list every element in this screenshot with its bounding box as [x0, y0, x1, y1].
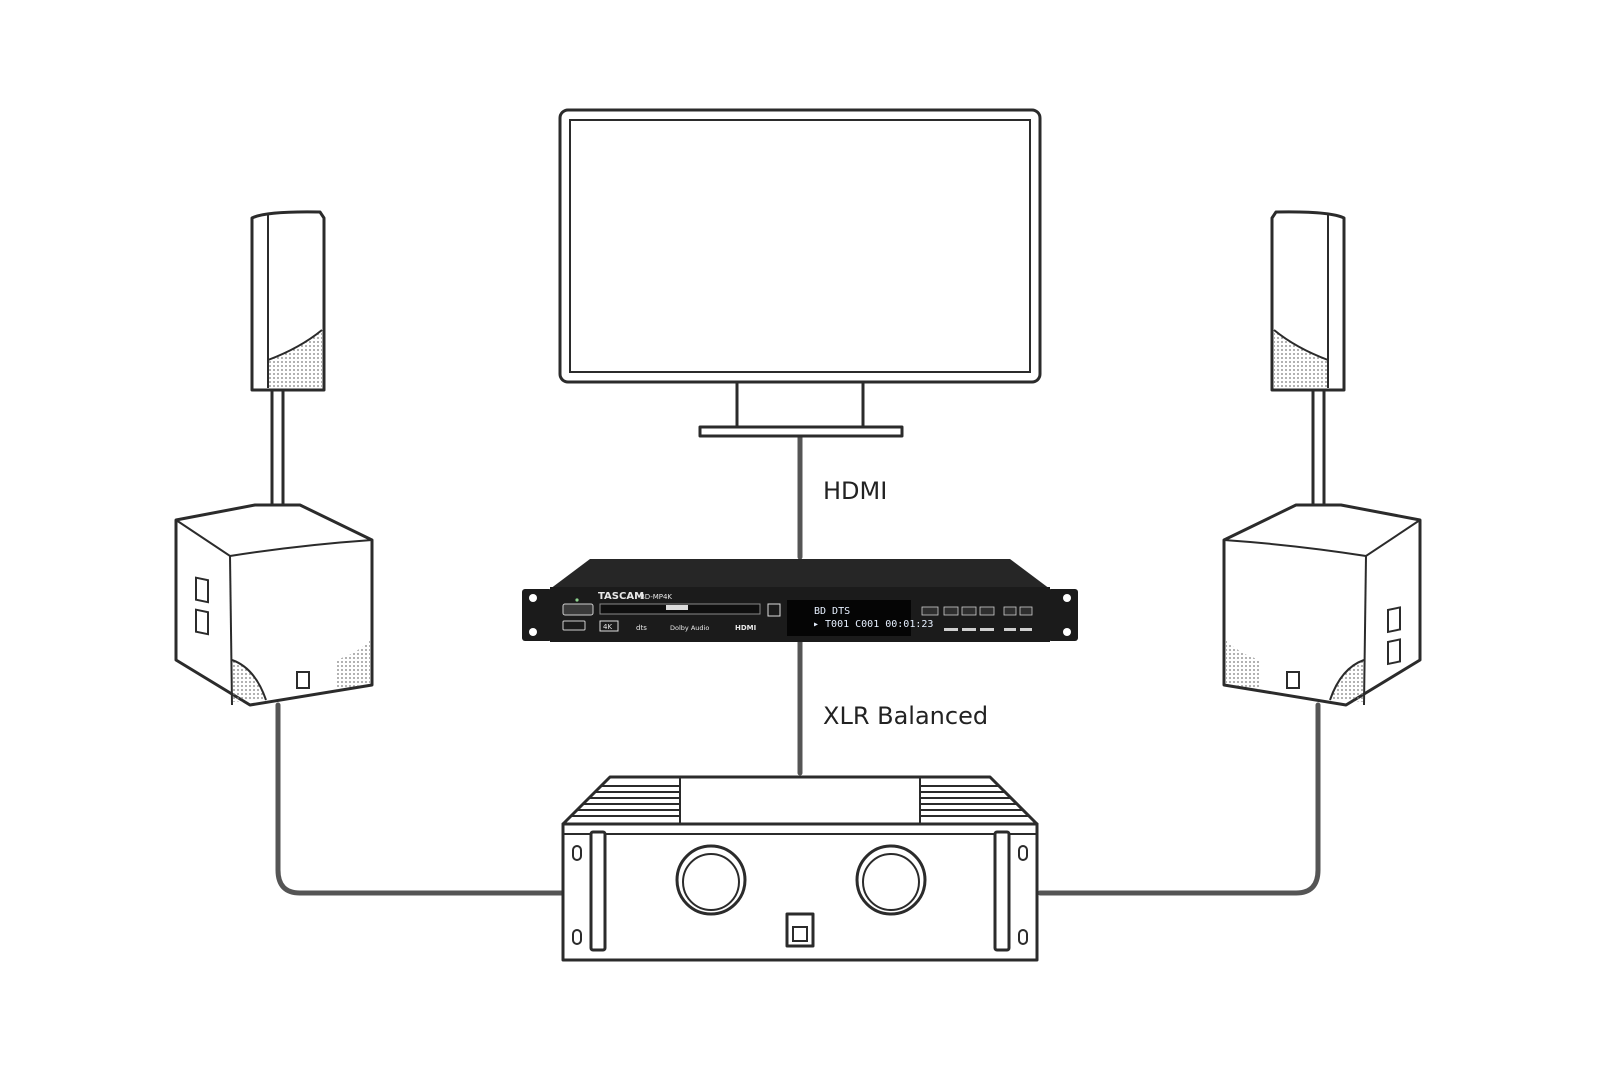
player-brand: TASCAM: [598, 591, 644, 602]
left-subwoofer: [174, 503, 374, 707]
tv-stand-neck: [735, 380, 865, 429]
left-speaker-system: [174, 210, 374, 707]
player-hdmi-logo: HDMI: [735, 624, 756, 632]
power-amplifier: [561, 775, 1039, 962]
right-speaker-cable: [1037, 702, 1321, 896]
amp-knob-left: [675, 844, 747, 916]
tv-bezel: [558, 108, 1042, 384]
right-satellite-speaker: [1270, 210, 1346, 392]
player-display-line2: ▸ T001 C001 00:01:23: [813, 619, 933, 630]
amp-handle-right: [993, 830, 1011, 952]
amp-handle-left: [589, 830, 607, 952]
cables: [275, 433, 1321, 896]
right-subwoofer: [1222, 503, 1422, 707]
left-speaker-cable: [275, 702, 566, 896]
svg-text:dts: dts: [636, 624, 647, 632]
media-player: TASCAM BD-MP4K 4K dts Dolby Audio HDMI B…: [522, 559, 1078, 642]
player-top: [550, 559, 1050, 589]
player-model: BD-MP4K: [640, 593, 672, 601]
amp-heatsink-left: [570, 785, 680, 817]
player-display-line1: BD DTS: [814, 606, 850, 617]
player-rack-ear-right: [1048, 589, 1078, 641]
tv-screen: [569, 119, 1031, 373]
xlr-balanced-label: XLR Balanced: [823, 702, 988, 730]
player-rack-ear-left: [522, 589, 552, 641]
player-dolby-logo: Dolby Audio: [670, 624, 709, 632]
hdmi-label: HDMI: [823, 477, 887, 505]
left-satellite-speaker: [250, 210, 326, 392]
player-4k-badge: 4K: [603, 623, 612, 631]
amp-heatsink-right: [920, 785, 1030, 817]
amp-power-switch: [785, 912, 815, 948]
player-display: [787, 600, 911, 636]
tv-monitor: [558, 108, 1042, 438]
tv-stand-base: [698, 425, 904, 438]
amp-knob-right: [855, 844, 927, 916]
right-speaker-system: [1222, 210, 1422, 707]
